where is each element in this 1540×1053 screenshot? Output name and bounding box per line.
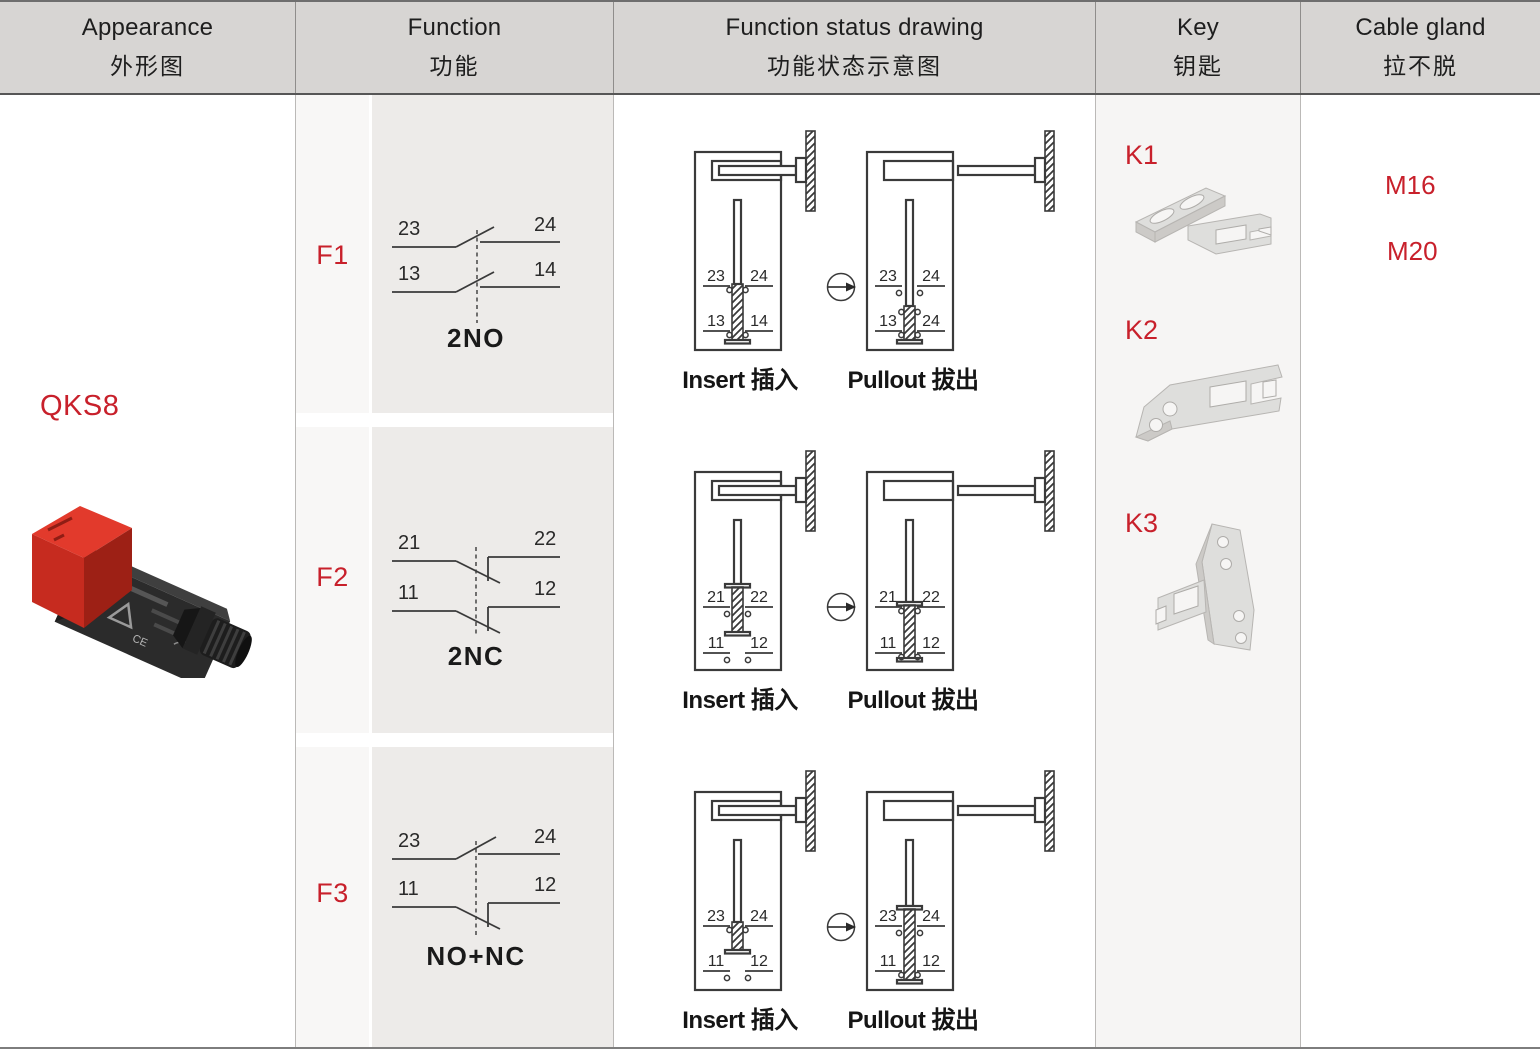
circuit-diagram-2no: 23 24 13 14 2NO (392, 214, 560, 353)
key-k3-image (1155, 523, 1255, 651)
status-drawing-row1: 23 24 13 14 23 24 13 24 Insert 插入 Pullou… (682, 130, 1055, 394)
svg-text:12: 12 (534, 578, 556, 600)
svg-text:11: 11 (708, 635, 725, 652)
key-k2-image (1134, 364, 1283, 442)
svg-text:24: 24 (534, 214, 556, 236)
status-drawing-row2: 21 22 11 12 21 22 11 12 Insert 插入 Pullou… (682, 450, 1055, 714)
svg-text:24: 24 (922, 268, 940, 285)
svg-text:11: 11 (880, 635, 897, 652)
header-key-zh: 钥匙 (1173, 53, 1223, 79)
svg-text:22: 22 (534, 528, 556, 550)
svg-text:Pullout 拔出: Pullout 拔出 (848, 367, 979, 394)
svg-text:24: 24 (922, 313, 940, 330)
svg-text:12: 12 (750, 953, 768, 970)
svg-text:Insert 插入: Insert 插入 (682, 687, 798, 714)
svg-text:11: 11 (880, 953, 897, 970)
model-label: QKS8 (40, 390, 120, 422)
circuit-diagram-no-nc: 23 24 11 12 NO+NC (392, 826, 560, 971)
svg-text:23: 23 (879, 908, 897, 925)
svg-text:22: 22 (750, 589, 768, 606)
header-status-drawing: Function status drawing 功能状态示意图 (613, 2, 1095, 93)
function-diagram-cell-row3 (372, 747, 613, 1047)
header-key: Key 钥匙 (1095, 2, 1300, 93)
function-diagram-cell-row1 (372, 95, 613, 413)
svg-text:23: 23 (707, 268, 725, 285)
header-appearance: Appearance 外形图 (0, 2, 295, 93)
svg-text:Insert 插入: Insert 插入 (682, 367, 798, 394)
function-row3-label: F3 (316, 878, 349, 908)
svg-text:2NC: 2NC (448, 641, 505, 671)
header-cable-gland-zh: 拉不脱 (1383, 53, 1458, 79)
column-divider (1095, 95, 1096, 1047)
status-drawing-row3: 23 24 11 12 23 24 11 12 Insert 插入 Pullou… (682, 770, 1055, 1034)
circuit-diagram-2nc: 21 22 11 12 2NC (392, 528, 560, 671)
table-header: Appearance 外形图 Function 功能 Function stat… (0, 0, 1540, 95)
function-strip-row3 (296, 747, 369, 1047)
svg-text:CE: CE (130, 632, 149, 649)
header-cable-gland-en: Cable gland (1355, 14, 1486, 41)
key-k2-label: K2 (1125, 315, 1159, 345)
header-appearance-en: Appearance (81, 14, 214, 41)
svg-text:13: 13 (879, 313, 897, 330)
header-function: Function 功能 (295, 2, 613, 93)
svg-text:13: 13 (398, 263, 420, 285)
header-status-drawing-zh: 功能状态示意图 (767, 53, 942, 79)
column-divider (1300, 95, 1301, 1047)
svg-text:24: 24 (922, 908, 940, 925)
svg-text:2NO: 2NO (447, 323, 505, 353)
header-status-drawing-en: Function status drawing (725, 14, 984, 41)
svg-text:21: 21 (707, 589, 725, 606)
header-cable-gland: Cable gland 拉不脱 (1300, 2, 1540, 93)
function-row1-label: F1 (316, 240, 349, 270)
key-k1-image (1134, 187, 1272, 255)
svg-text:23: 23 (398, 830, 420, 852)
svg-text:24: 24 (534, 826, 556, 848)
cable-gland-size-m20: M20 (1387, 236, 1438, 266)
svg-text:13: 13 (707, 313, 725, 330)
svg-text:12: 12 (922, 953, 940, 970)
header-function-zh: 功能 (429, 53, 480, 79)
function-row2-label: F2 (316, 562, 349, 592)
function-strip-row2 (296, 427, 369, 733)
svg-text:Pullout 拔出: Pullout 拔出 (848, 1007, 979, 1034)
header-function-en: Function (407, 14, 502, 41)
svg-text:11: 11 (398, 582, 419, 604)
svg-text:23: 23 (879, 268, 897, 285)
svg-text:22: 22 (922, 589, 940, 606)
svg-text:11: 11 (708, 953, 725, 970)
svg-text:12: 12 (922, 635, 940, 652)
svg-text:NO+NC: NO+NC (426, 941, 525, 971)
svg-text:24: 24 (750, 908, 768, 925)
cable-gland-size-m16: M16 (1385, 170, 1436, 200)
svg-text:14: 14 (750, 313, 768, 330)
svg-text:21: 21 (879, 589, 897, 606)
svg-text:11: 11 (398, 878, 419, 900)
product-photo: CE (32, 506, 252, 678)
header-appearance-zh: 外形图 (110, 53, 185, 79)
svg-text:21: 21 (398, 532, 420, 554)
column-divider (613, 95, 614, 1047)
key-k3-label: K3 (1125, 508, 1159, 538)
function-strip-row1 (296, 95, 369, 413)
svg-text:14: 14 (534, 259, 556, 281)
svg-text:12: 12 (534, 874, 556, 896)
header-key-en: Key (1177, 14, 1219, 41)
svg-text:23: 23 (707, 908, 725, 925)
svg-text:Pullout 拔出: Pullout 拔出 (848, 687, 979, 714)
svg-text:23: 23 (398, 218, 420, 240)
svg-text:24: 24 (750, 268, 768, 285)
column-divider (295, 95, 296, 1047)
key-k1-label: K1 (1125, 140, 1159, 170)
table-bottom-border (0, 1047, 1540, 1049)
svg-text:Insert 插入: Insert 插入 (682, 1007, 798, 1034)
svg-text:12: 12 (750, 635, 768, 652)
